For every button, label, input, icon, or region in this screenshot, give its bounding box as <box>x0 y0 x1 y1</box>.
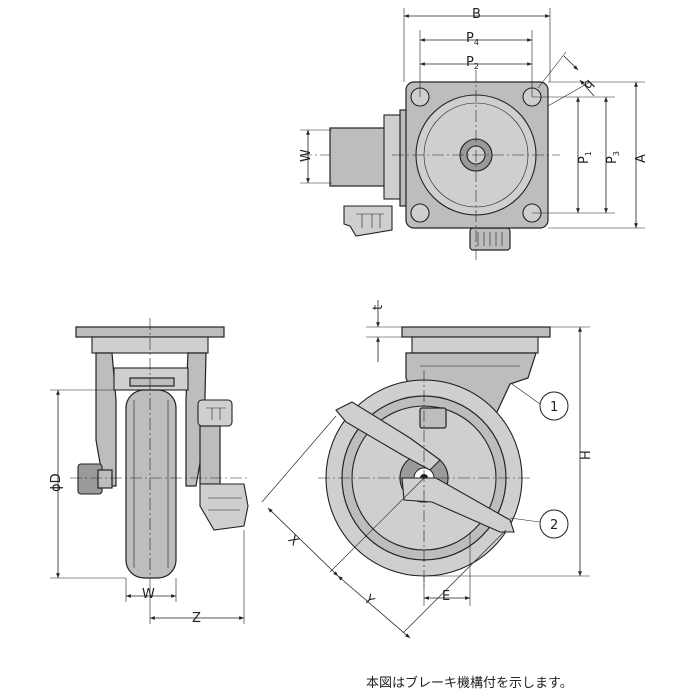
front-fork-left <box>95 352 117 487</box>
front-brake-arm <box>199 425 221 485</box>
side-view: t H E X Y 1 2 <box>261 300 594 639</box>
label-E: E <box>442 589 450 604</box>
callout-2 <box>539 509 569 539</box>
label-Y: Y <box>360 592 377 609</box>
side-top-plate <box>401 326 551 338</box>
label-P2: P2 <box>466 55 479 71</box>
front-view: ϕD W Z <box>49 318 250 626</box>
label-P1: P1 <box>577 151 593 164</box>
front-brake-housing <box>197 399 233 427</box>
side-swivel-race <box>411 336 539 354</box>
label-callout-2: 2 <box>550 518 558 533</box>
label-callout-1: 1 <box>550 400 558 415</box>
top-brake-lever <box>343 205 393 237</box>
label-A: A <box>634 154 649 163</box>
side-brake-arm-upper <box>335 401 441 471</box>
label-X: X <box>285 532 302 549</box>
label-P4: P4 <box>466 31 479 47</box>
label-phiD: ϕD <box>49 473 64 492</box>
side-brake-lever-lower <box>401 477 515 533</box>
label-W-top: W <box>299 149 314 162</box>
front-brake-pedal <box>199 483 249 531</box>
bolt-hole-bl <box>410 203 430 223</box>
label-q: q <box>580 76 596 92</box>
brake-note: 本図はブレーキ機構付を示します。 <box>366 676 573 691</box>
label-Z: Z <box>192 611 201 626</box>
label-H: H <box>579 450 594 460</box>
side-brake-block <box>419 407 447 429</box>
top-view: B P4 P2 q W P1 P3 A <box>299 7 649 260</box>
label-B: B <box>472 7 481 22</box>
label-t: t <box>371 305 386 310</box>
callout-1 <box>539 391 569 421</box>
label-P3: P3 <box>605 151 621 164</box>
label-W-front: W <box>142 587 155 602</box>
front-wheel <box>125 389 177 579</box>
